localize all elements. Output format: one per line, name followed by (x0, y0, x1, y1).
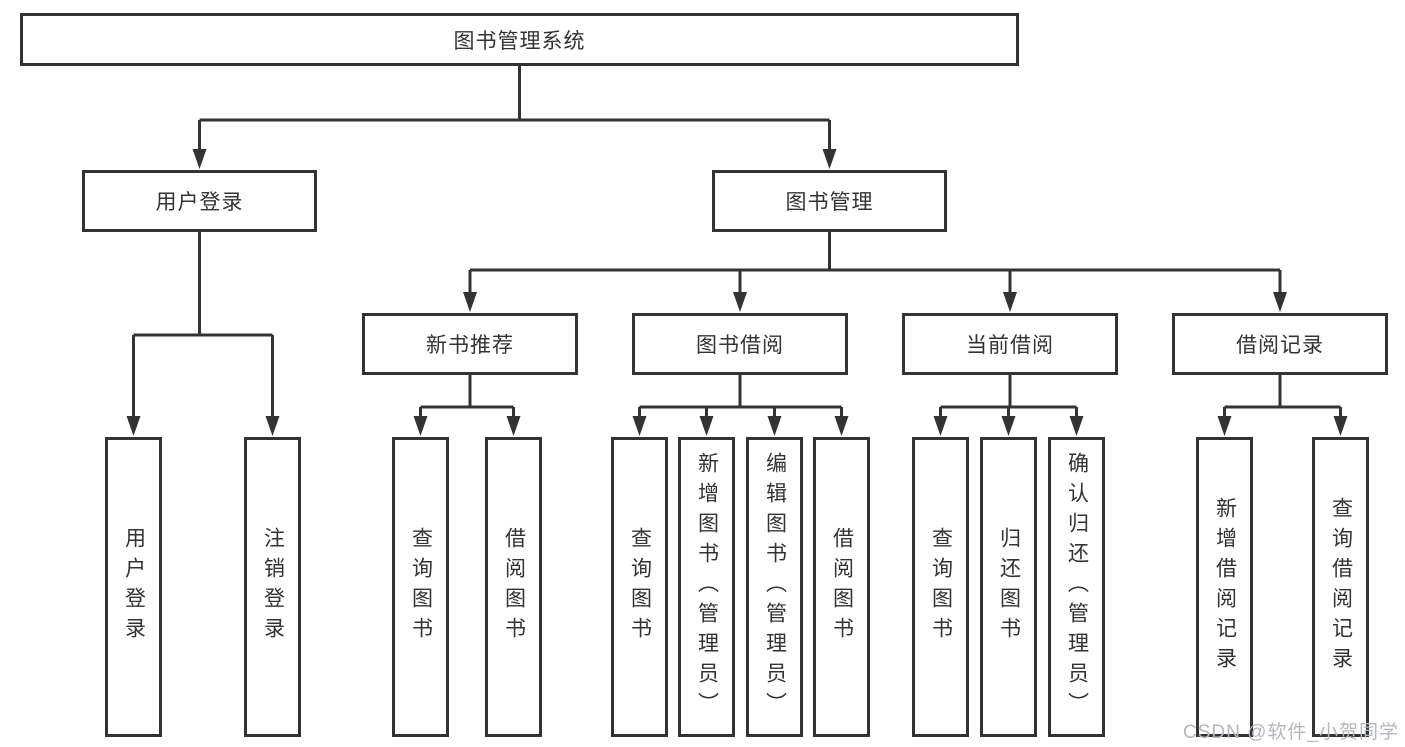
watermark-text: CSDN @软件_小贺同学 (1183, 722, 1399, 743)
leaf-borrow-books-2: 借阅图书 (813, 437, 870, 737)
node-book-management: 图书管理 (712, 170, 947, 232)
leaf-user-login: 用户登录 (105, 437, 162, 737)
node-borrow-records: 借阅记录 (1172, 313, 1388, 375)
leaf-edit-book-admin: 编辑图书（管理员） (746, 437, 803, 737)
connector-current-borrow-children (933, 375, 1084, 436)
connector-book-borrow-children (632, 375, 849, 436)
connector-new-book-children (413, 375, 521, 436)
leaf-logout: 注销登录 (244, 437, 301, 737)
leaf-confirm-return-admin: 确认归还（管理员） (1048, 437, 1105, 737)
node-current-borrow: 当前借阅 (902, 313, 1118, 375)
node-book-borrow: 图书借阅 (632, 313, 848, 375)
connector-user-login-children (126, 232, 280, 436)
connector-borrow-records-children (1217, 375, 1348, 436)
leaf-add-book-admin: 新增图书（管理员） (678, 437, 735, 737)
leaf-query-books-3: 查询图书 (912, 437, 969, 737)
node-user-login: 用户登录 (82, 170, 317, 232)
leaf-borrow-books-1: 借阅图书 (485, 437, 542, 737)
node-new-book-recommend: 新书推荐 (362, 313, 578, 375)
leaf-return-book: 归还图书 (980, 437, 1037, 737)
node-root: 图书管理系统 (20, 13, 1019, 66)
connector-book-management-children (463, 232, 1287, 312)
connector-root-to-level2 (192, 66, 837, 169)
leaf-add-borrow-record: 新增借阅记录 (1196, 437, 1253, 737)
leaf-query-books-2: 查询图书 (611, 437, 668, 737)
leaf-query-books-1: 查询图书 (392, 437, 449, 737)
leaf-query-borrow-record: 查询借阅记录 (1312, 437, 1369, 737)
